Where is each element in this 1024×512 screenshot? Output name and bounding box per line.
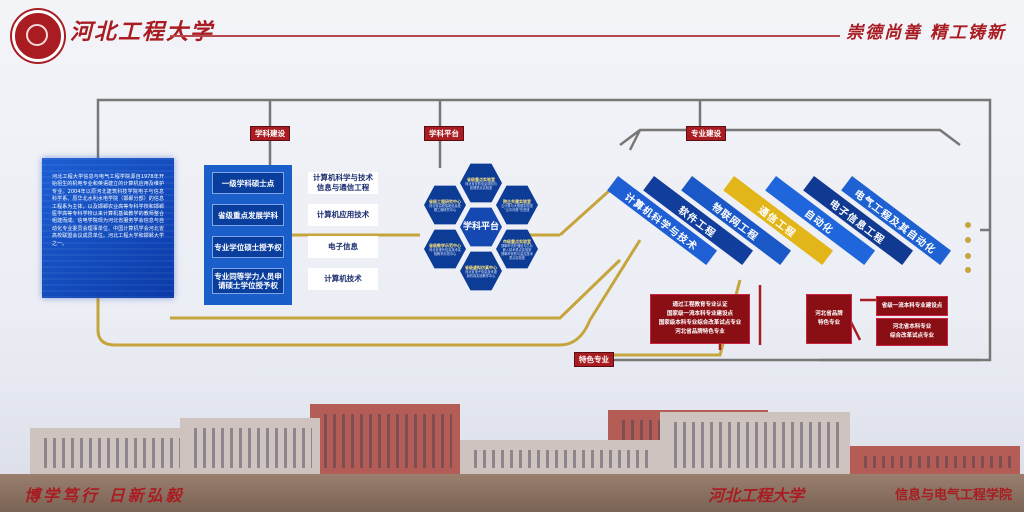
tag-discipline-building: 学科建设 xyxy=(250,126,290,141)
discipline-item: 专业学位硕士授予权 xyxy=(212,236,284,258)
discipline-item: 省级重点发展学科 xyxy=(212,204,284,226)
tag-featured-majors: 特色专业 xyxy=(574,352,614,367)
college-introduction: 河北工程大学信息与电气工程学院源自1978年开始招生的机电专业和英语建立的计算机… xyxy=(42,158,174,298)
masters-major: 电子信息 xyxy=(308,236,378,258)
tag-major-building: 专业建设 xyxy=(686,126,726,141)
featured-box-reform: 河北省本科专业综合改革试点专业 xyxy=(876,318,948,346)
masters-major: 计算机科学与技术 信息与通信工程 xyxy=(308,172,378,194)
tag-discipline-platform: 学科平台 xyxy=(424,126,464,141)
discipline-item: 专业同等学力人员申请硕士学位授予权 xyxy=(212,268,284,294)
discipline-item: 一级学科硕士点 xyxy=(212,172,284,194)
featured-box-automation: 河北省品牌特色专业 xyxy=(806,294,852,344)
masters-major: 计算机应用技术 xyxy=(308,204,378,226)
masters-major: 计算机技术 xyxy=(308,268,378,290)
featured-box-cs: 通过工程教育专业认证国家级一流本科专业建设点 国家级本科专业综合改革试点专业河北… xyxy=(650,294,750,344)
featured-box-provincial: 省级一流本科专业建设点 xyxy=(876,296,948,316)
